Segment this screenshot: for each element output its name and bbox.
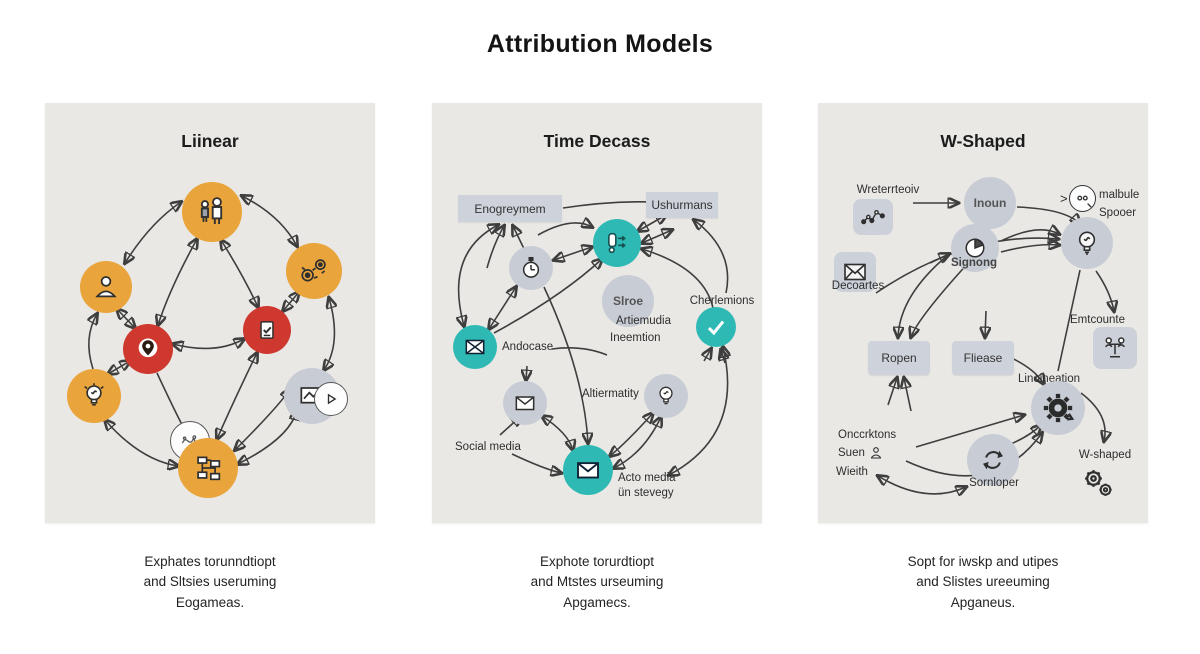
caption-line: and Sltsies useruming (143, 574, 277, 590)
caption-line: Exphates torunndtiopt (144, 554, 276, 569)
audience-node (182, 182, 242, 242)
idea-node (1061, 217, 1113, 269)
w-shaped-caption: Sopt for iwskp and utipes and Slistes ur… (818, 552, 1148, 613)
time-decay-caption: Exphote torurdtiopt and Mtstes urseuming… (432, 552, 762, 613)
page-title: Attribution Models (486, 30, 714, 58)
magnifier-node (1069, 185, 1096, 212)
checklist-node (243, 306, 291, 354)
caption-line: and Mtstes urseuming (530, 574, 664, 590)
checklist-icon (254, 317, 280, 343)
ineemtion-label: Ineemtion (610, 332, 661, 344)
mail-x-node (453, 325, 497, 369)
emtcounte-label: Emtcounte (1070, 314, 1125, 326)
person-node (80, 261, 132, 313)
two-people-icon (195, 195, 229, 229)
molecule-node (853, 199, 893, 235)
cherlemions-label: Cherlemions (689, 295, 755, 307)
w-shaped-title: W-Shaped (940, 131, 1026, 151)
wieith-label: Wieith (836, 466, 868, 478)
andocase-label: Andocase (502, 341, 554, 353)
targets-node (286, 243, 342, 299)
caption-line: and Slistes ureeuming (916, 574, 1050, 590)
stage-node-label: Slroe (612, 294, 643, 308)
inoun-node: Inoun (964, 177, 1016, 229)
device-arrows-icon (603, 229, 631, 257)
stopwatch-icon (517, 254, 545, 282)
mail-gray-node (503, 381, 547, 425)
onccrktons-label: Onccrktons (838, 429, 897, 441)
suen-label: Suen (838, 447, 865, 459)
targets-gears-icon (297, 254, 331, 288)
scale-node (1093, 327, 1137, 369)
checkmark-icon (703, 314, 729, 340)
play-node (314, 382, 348, 416)
person-icon (91, 272, 121, 302)
pie-clock-icon (961, 234, 989, 262)
flowchart-icon (191, 451, 225, 485)
magnifier-icon (1072, 188, 1094, 210)
caption-line: Apganeus. (950, 594, 1016, 610)
spooer-label: Spooer (1099, 207, 1137, 219)
caption-line: Sopt for iwskp and utipes (907, 554, 1059, 569)
gt-symbol: > (1060, 191, 1068, 206)
ropen-box: Ropen (868, 341, 930, 375)
timing-node (951, 224, 999, 272)
envelope-icon (512, 390, 538, 416)
map-pin-icon (134, 335, 162, 363)
signong-label: Signong (951, 257, 997, 269)
decoartes-label: Decoartes (831, 280, 885, 292)
molecule-icon (859, 203, 887, 231)
malbule-label: malbule (1099, 189, 1140, 201)
caption-line: Exphote torurdtiopt (539, 554, 655, 569)
lightbulb-icon (1071, 227, 1103, 259)
acto-media-label: Acto media (618, 472, 676, 484)
refresh-node (967, 434, 1019, 486)
gear-node (1031, 381, 1085, 435)
envelope-x-icon (462, 334, 488, 360)
time-decay-connector-arrows (432, 200, 762, 523)
caption-line: Apgamecs. (563, 594, 631, 610)
lightbulb-icon (653, 383, 679, 409)
altermatity-label: Altiermatity (582, 388, 639, 400)
panel-linear: Liinear (45, 103, 375, 523)
panel-time-decay: Time Decass Enogreymem Ushurmans Slroe C… (432, 103, 762, 523)
device-node (593, 219, 641, 267)
social-media-label: Social media (455, 441, 521, 453)
mail-teal-node (563, 445, 613, 495)
sornloper-label: Sornloper (969, 477, 1019, 489)
idea-node (67, 369, 121, 423)
balance-scale-icon (1100, 333, 1130, 363)
envelope-icon (573, 455, 603, 485)
w-shaped-result-label: W-shaped (1078, 449, 1132, 461)
un-stevegy-label: ün stevegy (618, 487, 674, 499)
play-icon (321, 389, 341, 409)
linear-title: Liinear (181, 131, 239, 151)
gear-icon (1038, 388, 1078, 428)
time-decay-title: Time Decass (543, 131, 651, 151)
wreterrteoiv-label: Wreterrteoiv (856, 184, 920, 196)
flowchart-node (178, 438, 238, 498)
panel-w-shaped: W-Shaped Wreterrteoiv Inoun > malbule Sp… (818, 103, 1148, 523)
artiemudia-label: Artiemudia (616, 315, 671, 327)
linear-caption: Exphates torunndtiopt and Sltsies userum… (45, 552, 375, 613)
stage-node: Slroe (602, 275, 654, 327)
fliease-box: Fliease (952, 341, 1014, 375)
gears-pair-icon (1080, 465, 1116, 501)
person-bust-icon (869, 446, 883, 460)
lightbulb-icon (79, 381, 109, 411)
check-node (696, 307, 736, 347)
mail-square-node (834, 252, 876, 292)
location-node (123, 324, 173, 374)
inoun-node-label: Inoun (973, 196, 1007, 210)
caption-line: Eogameas. (175, 594, 245, 610)
envelope-icon (840, 257, 870, 287)
engagement-box: Enogreymem (458, 195, 562, 222)
suen-label-row: Suen (838, 446, 883, 460)
stopwatch-node (509, 246, 553, 290)
idea-gray-node (644, 374, 688, 418)
refresh-icon (978, 445, 1008, 475)
users-box: Ushurmans (646, 192, 718, 218)
